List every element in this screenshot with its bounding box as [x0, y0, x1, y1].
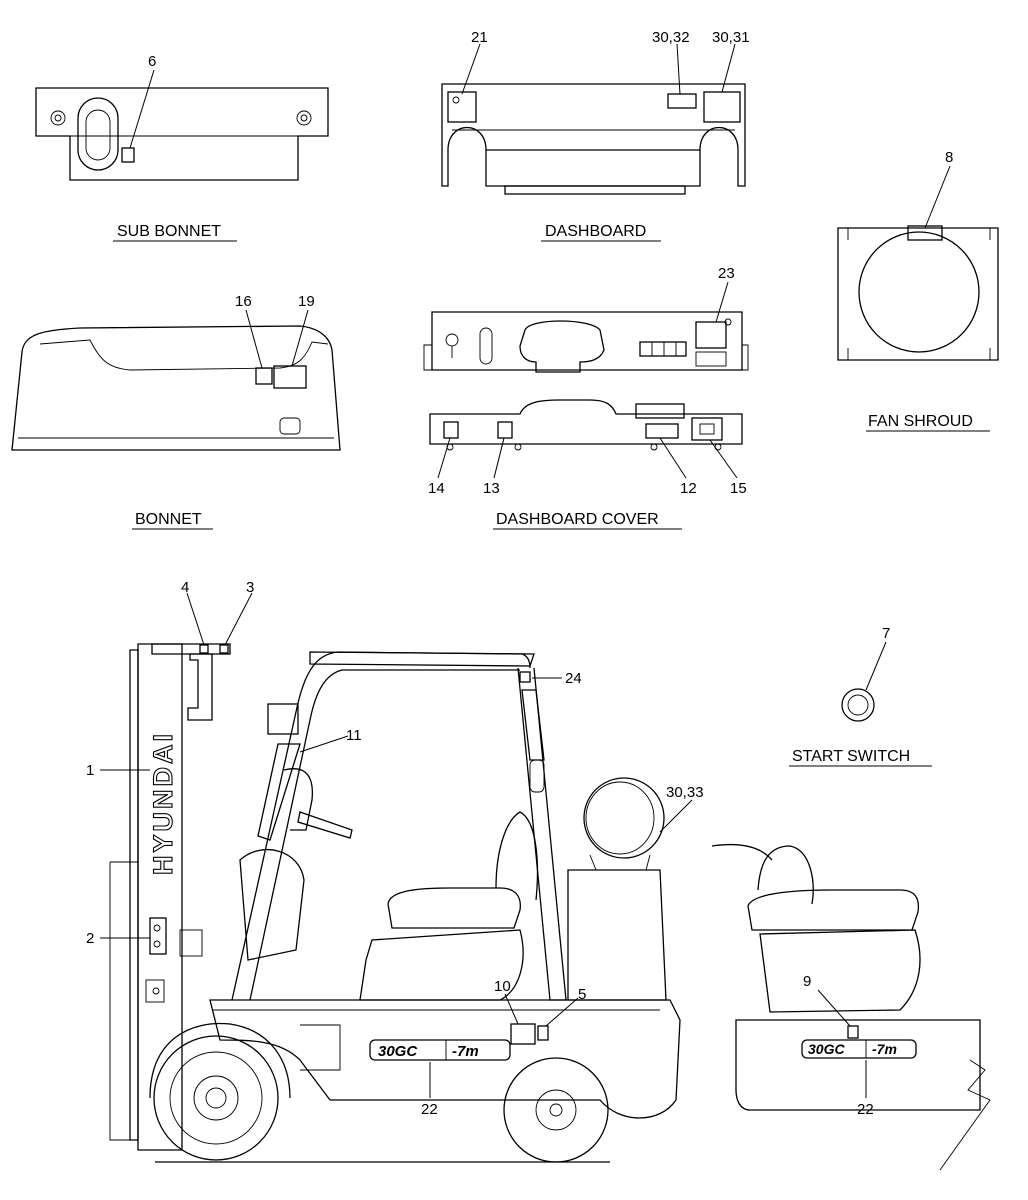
- callout-15: 15: [730, 480, 747, 497]
- decal-14-marker: [443, 421, 459, 439]
- decal-5-marker: [537, 1025, 549, 1041]
- callout-30-32: 30,32: [652, 29, 690, 46]
- bonnet-view: 16 19 BONNET: [11, 293, 341, 530]
- fan-shroud-view: 8 FAN SHROUD: [837, 149, 999, 432]
- decal-8-marker: [907, 225, 943, 241]
- callout-8: 8: [945, 149, 953, 166]
- rear-model-decal-suffix: -7m: [872, 1041, 897, 1057]
- decal-10-marker: [510, 1023, 536, 1045]
- decal-23-marker: [695, 321, 727, 349]
- decal-13-marker: [497, 421, 513, 439]
- decal-30-32-marker: [667, 93, 697, 109]
- callout-30-31: 30,31: [712, 29, 750, 46]
- callout-1: 1: [86, 762, 94, 779]
- callout-3: 3: [246, 579, 254, 596]
- callout-14: 14: [428, 480, 445, 497]
- decal-9-marker: [847, 1025, 859, 1039]
- callout-7: 7: [882, 625, 890, 642]
- decal-30-31-marker: [703, 91, 741, 123]
- decal-12-marker: [645, 423, 679, 439]
- dashboard-panel-view: 23: [423, 265, 749, 373]
- model-decal-main: 30GC: [378, 1043, 418, 1060]
- model-decal-suffix: -7m: [452, 1043, 479, 1060]
- dashboard-caption: DASHBOARD: [545, 223, 646, 240]
- decal-7-marker: [841, 688, 875, 722]
- callout-30-33: 30,33: [666, 784, 704, 801]
- decal-6-marker: [121, 147, 135, 163]
- decal-11-marker: [257, 743, 301, 841]
- dashboard-cover-view: 14 13 12 15 DASHBOARD COVER: [428, 399, 747, 530]
- callout-4: 4: [181, 579, 189, 596]
- rear-model-decal: [801, 1039, 917, 1059]
- decal-15-marker: [691, 417, 723, 441]
- callout-13: 13: [483, 480, 500, 497]
- rear-model-decal-main: 30GC: [808, 1041, 845, 1057]
- callout-5: 5: [578, 986, 586, 1003]
- decal-16-marker: [255, 367, 273, 385]
- mast-brand-decal: HYUNDAI: [148, 731, 178, 875]
- forklift-side-view: 4 3 HYUNDAI 1 2 24 11: [86, 579, 704, 1163]
- decal-4-marker: [199, 644, 209, 654]
- callout-11: 11: [346, 727, 362, 744]
- callout-24: 24: [565, 670, 582, 687]
- fan-shroud-caption: FAN SHROUD: [868, 413, 973, 430]
- callout-22-main: 22: [421, 1101, 438, 1118]
- callout-10: 10: [494, 978, 511, 995]
- callout-2: 2: [86, 930, 94, 947]
- dashboard-cover-caption: DASHBOARD COVER: [496, 511, 659, 528]
- rear-partial-view: 9 30GC -7m 22: [711, 843, 991, 1171]
- callout-9: 9: [803, 973, 811, 990]
- callout-22-rear: 22: [857, 1101, 874, 1118]
- callout-23: 23: [718, 265, 735, 282]
- decal-3-marker: [219, 644, 229, 654]
- callout-19: 19: [298, 293, 315, 310]
- start-switch-view: 7 START SWITCH: [789, 625, 932, 767]
- dashboard-view: 21 30,32 30,31 DASHBOARD: [441, 29, 750, 242]
- decal-24-marker: [519, 671, 531, 683]
- decal-2-marker: [149, 917, 167, 955]
- bonnet-caption: BONNET: [135, 511, 202, 528]
- callout-6: 6: [148, 53, 156, 70]
- sub-bonnet-view: 6 SUB BONNET: [35, 53, 329, 242]
- callout-16: 16: [235, 293, 252, 310]
- callout-21: 21: [471, 29, 488, 46]
- callout-12: 12: [680, 480, 697, 497]
- decal-19-marker: [273, 365, 307, 389]
- decal-21-marker: [447, 91, 477, 123]
- start-switch-caption: START SWITCH: [792, 748, 910, 765]
- sub-bonnet-caption: SUB BONNET: [117, 223, 221, 240]
- model-decal: [369, 1039, 511, 1061]
